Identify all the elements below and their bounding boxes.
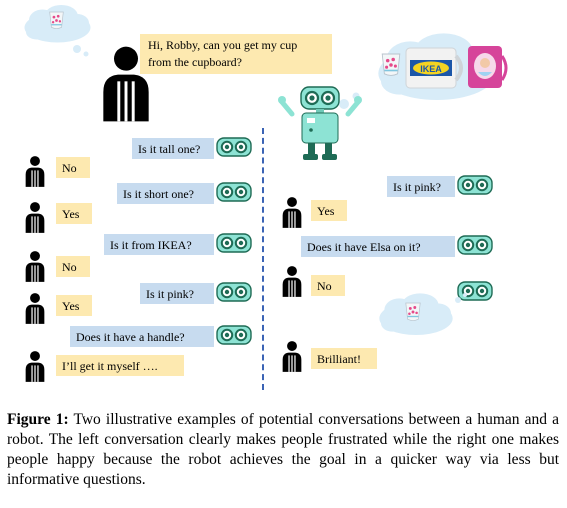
human-icon [282,266,302,297]
robot-question-bubble: Does it have Elsa on it? [301,236,455,257]
robot-question-bubble: Is it tall one? [132,138,214,159]
robot-question-bubble: Is it pink? [387,176,455,197]
cup-icon [468,46,508,88]
human-icon [25,351,45,382]
thought-cloud-icon [379,293,467,335]
human-answer-bubble: Brilliant! [311,348,377,369]
human-request-bubble: Hi, Robby, can you get my cup from the c… [140,34,332,74]
figure-label: Figure 1: [7,411,69,428]
robot-head-icon [216,282,252,302]
robot-question-bubble: Does it have a handle? [70,326,214,347]
human-answer-bubble: No [56,157,90,178]
robot-head-icon [216,325,252,345]
figure-caption-text: Two illustrative examples of potential c… [7,411,559,488]
robot-question-bubble: Is it pink? [140,283,214,304]
robot-question-bubble: Is it short one? [117,183,214,204]
robot-icon [278,86,362,160]
human-icon [25,251,45,282]
human-answer-bubble: I’ll get it myself …. [56,355,184,376]
human-icon [282,341,302,372]
cup-icon: IKEA [405,47,463,89]
human-answer-bubble: Yes [311,200,347,221]
human-icon [25,156,45,187]
conversation-divider [262,128,264,390]
human-icon [25,202,45,233]
human-icon [25,293,45,324]
robot-question-bubble: Is it from IKEA? [104,234,214,255]
human-answer-bubble: No [56,256,90,277]
thought-cloud-icon [24,5,91,57]
human-answer-bubble: Yes [56,295,92,316]
robot-head-icon [216,182,252,202]
human-answer-bubble: No [311,275,345,296]
human-icon [282,197,302,228]
thought-cloud-icon: IKEA [339,33,508,109]
robot-head-icon [457,235,493,255]
figure-caption: Figure 1: Two illustrative examples of p… [7,410,559,490]
human-answer-bubble: Yes [56,203,92,224]
cup-icon [381,53,401,77]
robot-head-icon [457,175,493,195]
robot-head-icon [216,233,252,253]
svg-text:IKEA: IKEA [420,64,442,74]
robot-head-icon [216,137,252,157]
